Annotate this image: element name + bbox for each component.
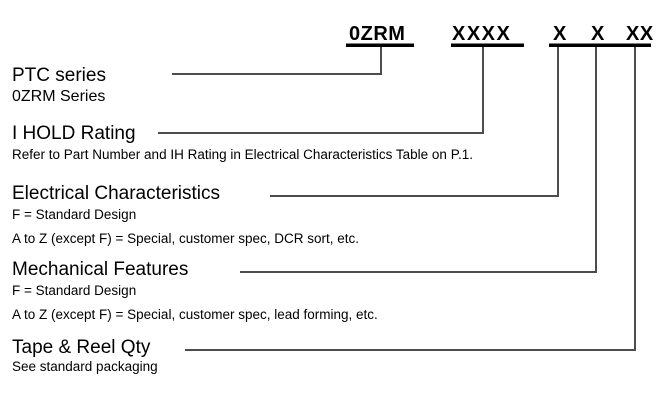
part-number-segment-prefix: 0ZRM bbox=[349, 23, 406, 45]
leader-ihold bbox=[158, 45, 484, 134]
callout-ihold-rating: I HOLD Rating Refer to Part Number and I… bbox=[12, 124, 473, 164]
callout-line-ihold-0: Refer to Part Number and IH Rating in El… bbox=[12, 146, 473, 162]
part-number-segment-tape-reel: XX bbox=[626, 23, 654, 45]
callout-line-electrical-0: F = Standard Design bbox=[12, 206, 137, 222]
part-number-segment-ihold: XXXX bbox=[452, 23, 512, 45]
callout-heading-electrical: Electrical Characteristics bbox=[12, 183, 220, 204]
part-number-segment-electrical: X bbox=[553, 23, 567, 45]
leader-ec bbox=[270, 45, 559, 197]
callout-heading-ptc: PTC series bbox=[12, 65, 106, 86]
callout-heading-tape-reel: Tape & Reel Qty bbox=[12, 337, 151, 358]
callout-line-ptc-0: 0ZRM Series bbox=[12, 87, 106, 105]
callout-line-mechanical-1: A to Z (except F) = Special, customer sp… bbox=[12, 306, 378, 322]
callout-heading-ihold: I HOLD Rating bbox=[12, 123, 136, 144]
callout-heading-mechanical: Mechanical Features bbox=[12, 259, 189, 280]
callout-electrical-characteristics: Electrical Characteristics F = Standard … bbox=[12, 184, 359, 248]
leader-ptc bbox=[172, 45, 382, 75]
callout-line-tape-reel-0: See standard packaging bbox=[12, 358, 158, 374]
part-number-segment-mechanical: X bbox=[591, 23, 605, 45]
callout-line-mechanical-0: F = Standard Design bbox=[12, 282, 137, 298]
callout-mechanical-features: Mechanical Features F = Standard Design … bbox=[12, 260, 378, 324]
callout-line-electrical-1: A to Z (except F) = Special, customer sp… bbox=[12, 230, 359, 246]
callout-ptc-series: PTC series 0ZRM Series bbox=[12, 66, 106, 107]
callout-tape-reel-qty: Tape & Reel Qty See standard packaging bbox=[12, 338, 158, 376]
